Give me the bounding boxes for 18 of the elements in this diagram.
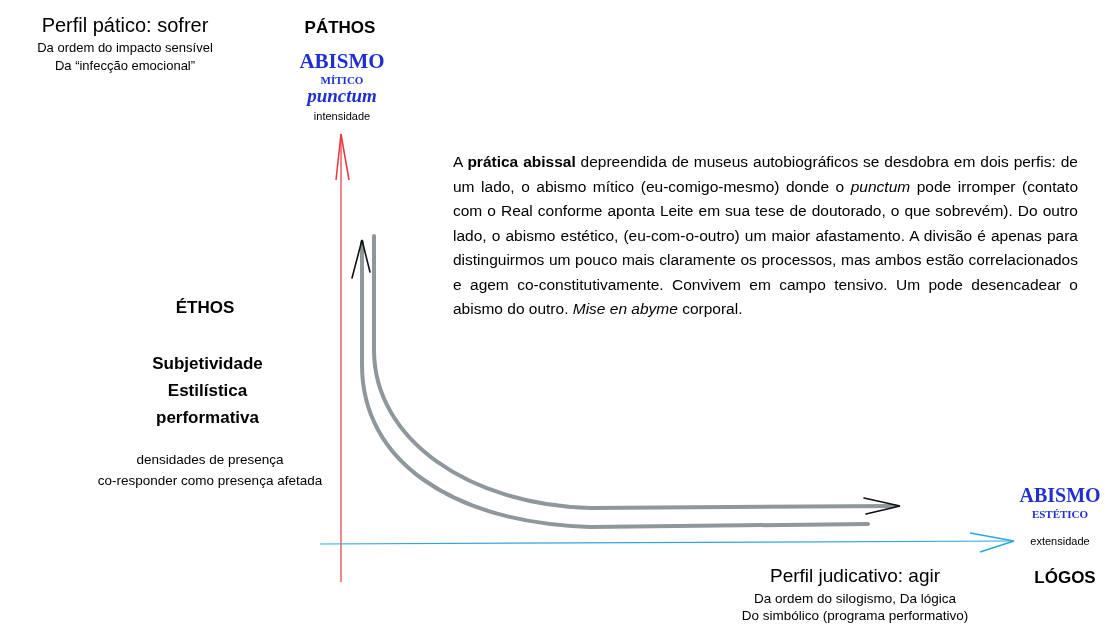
profile-note: co-responder como presença afetada xyxy=(96,472,324,490)
axis-title: LÓGOS xyxy=(1033,567,1097,589)
profile-heading: Perfil pático: sofrer xyxy=(40,13,210,38)
axis-title: PÁTHOS xyxy=(303,17,377,39)
axis-label: extensidade xyxy=(1029,534,1091,549)
profile-note: Da ordem do impacto sensível xyxy=(36,39,214,57)
profile-note: Do simbólico (programa performativo) xyxy=(740,607,970,625)
abyss-subtitle: ESTÉTICO xyxy=(1030,507,1090,522)
abyss-title: ABISMO xyxy=(298,48,386,75)
profile-note: densidades de presença xyxy=(135,451,285,469)
axis-title: ÉTHOS xyxy=(174,297,236,319)
profile-heading: Perfil judicativo: agir xyxy=(769,564,941,588)
profile-note: Da ordem do silogismo, Da lógica xyxy=(753,590,957,608)
axis-label: intensidade xyxy=(312,109,372,124)
description-paragraph: A prática abissal depreendida de museus autobiográficos se desdobra em dois perfis: de um lado, o abismo mítico (eu-comigo-mesmo) donde o punctum pode irromper (contato com o Real conforme aponta Leite em sua tese de doutorado, o que sobrevém). Do outro lado, o abismo estético, (eu-com-o-outro) um maior afastamento. A divisão é apenas para distinguirmos um pouco mais claramente os processos, mas ambos estão correlacionados e agem co-constitutivamente. Convivem em campo tensivo. Um pode desencadear o abismo do outro. Mise en abyme corporal. xyxy=(453,152,1078,319)
profile-heading: Subjetividade Estilística performativa xyxy=(151,353,264,429)
abyss-title: ABISMO xyxy=(1018,483,1102,508)
profile-note: Da “infecção emocional” xyxy=(53,57,197,75)
